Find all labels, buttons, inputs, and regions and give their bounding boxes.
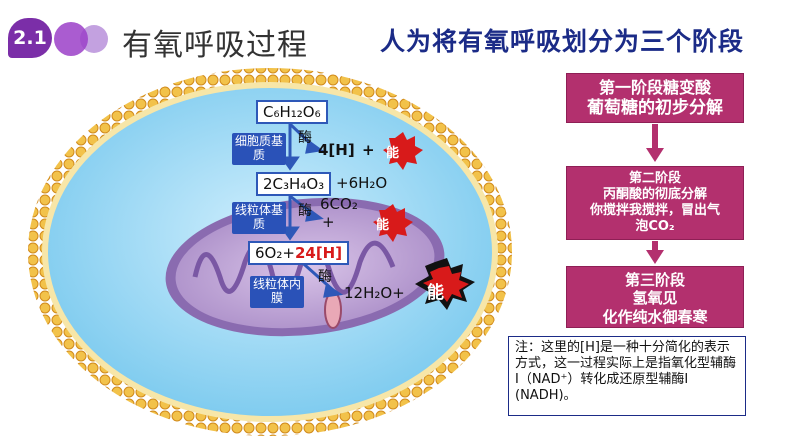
stage-2-title: 第二阶段 xyxy=(628,171,681,186)
enzyme-label: 酶 xyxy=(318,269,332,285)
location-matrix-label: 线粒体基质 xyxy=(232,202,286,234)
stage-3-box: 第三阶段 氢氧见 化作纯水御春寒 xyxy=(566,266,744,328)
h4-product: 4[H] xyxy=(318,141,355,159)
flow-arrow xyxy=(652,124,658,148)
enzyme-label: 酶 xyxy=(298,203,312,219)
stage-1-desc: 葡萄糖的初步分解 xyxy=(587,97,723,118)
pyruvate-formula: 2C₃H₄O₃ xyxy=(256,172,332,196)
h24-reactant: 24[H] xyxy=(294,244,343,262)
location-inner-membrane-label: 线粒体内膜 xyxy=(250,276,304,308)
stage-1-box: 第一阶段糖变酸 葡萄糖的初步分解 xyxy=(566,73,744,123)
plus-sign: + xyxy=(282,244,295,262)
flow-arrow-head xyxy=(646,250,664,264)
energy-label: 能 xyxy=(427,283,444,303)
enzyme-label: 酶 xyxy=(298,130,312,146)
plus-sign: + xyxy=(322,213,335,231)
plus-sign: + xyxy=(362,141,375,159)
energy-label: 能 xyxy=(386,146,400,161)
oxygen-formula: 6O₂ xyxy=(255,244,283,262)
note-box: 注：这里的[H]是一种十分简化的表示方式，这一过程实际上是指氧化型辅酶I（NAD… xyxy=(508,336,746,416)
stage-2-box: 第二阶段 丙酮酸的彻底分解 你搅拌我搅拌，冒出气泡CO₂ xyxy=(566,166,744,240)
stage-3-mnemonic: 化作纯水御春寒 xyxy=(602,307,708,326)
stage-2-desc: 丙酮酸的彻底分解 xyxy=(602,186,707,202)
energy-burst xyxy=(373,204,413,242)
section-badge: 2.1 xyxy=(8,18,52,58)
flow-arrow xyxy=(652,241,658,251)
stage-3-desc: 氢氧见 xyxy=(632,289,678,308)
water-product: 12H₂O+ xyxy=(344,284,405,302)
stage-1-title: 第一阶段糖变酸 xyxy=(598,78,711,97)
energy-burst xyxy=(383,132,423,170)
flow-arrow-head xyxy=(646,148,664,162)
glucose-formula: C₆H₁₂O₆ xyxy=(256,100,328,124)
headline: 人为将有氧呼吸划分为三个阶段 xyxy=(380,27,745,56)
co2-product: 6CO₂ xyxy=(320,195,358,213)
stage-2-mnemonic: 你搅拌我搅拌，冒出气泡CO₂ xyxy=(589,202,720,234)
location-cytoplasm-label: 细胞质基质 xyxy=(232,133,286,165)
stage-3-title: 第三阶段 xyxy=(624,271,685,289)
energy-label: 能 xyxy=(376,218,390,233)
water-reactant: +6H₂O xyxy=(336,174,388,192)
page-title: 有氧呼吸过程 xyxy=(122,28,308,63)
oxygen-h-reactants: 6O₂+24[H] xyxy=(248,241,350,265)
decor-dot xyxy=(54,22,88,56)
